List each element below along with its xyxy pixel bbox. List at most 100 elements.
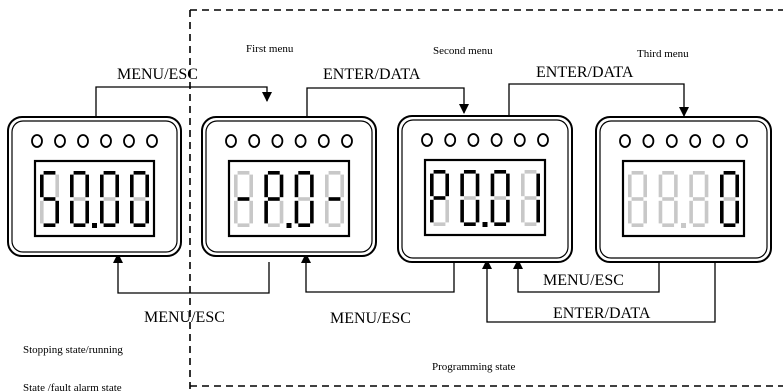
display-digit xyxy=(720,171,739,227)
indicator-led xyxy=(421,133,433,147)
programming-state-label: Programming state xyxy=(432,361,516,373)
segment-g xyxy=(692,197,705,201)
segment-d xyxy=(103,223,116,227)
display-digit xyxy=(40,171,59,227)
segment-a xyxy=(103,171,116,175)
keypad-panels xyxy=(7,115,772,263)
segment-f xyxy=(100,174,104,198)
segment-c xyxy=(279,200,284,224)
panel-inner-frame xyxy=(599,120,768,259)
segment-e xyxy=(40,200,44,224)
indicator-led xyxy=(31,134,43,148)
segment-b xyxy=(310,174,314,198)
stopping-state-label: Stopping state/running xyxy=(23,344,123,356)
display-digit xyxy=(490,170,510,226)
bottom-menu-esc-label-2: MENU/ESC xyxy=(330,310,411,327)
decimal-point xyxy=(92,223,97,228)
panel-inner-frame xyxy=(205,120,373,253)
segment-c xyxy=(55,200,59,224)
bottom-arrow-menu-esc-1 xyxy=(113,253,270,294)
segment-f xyxy=(325,174,329,198)
segment-a xyxy=(494,170,507,174)
top-arrow-enter-data-1 xyxy=(306,87,469,118)
segment-a xyxy=(433,170,446,174)
segment-a xyxy=(267,171,280,175)
display-digit xyxy=(430,170,449,226)
segment-d xyxy=(631,223,644,227)
segment-e xyxy=(130,200,134,224)
segment-c xyxy=(85,200,89,224)
segment-a xyxy=(723,171,736,175)
segment-f xyxy=(689,174,693,198)
segment-b xyxy=(85,174,89,198)
segment-e xyxy=(264,200,268,224)
top-enter-data-label-2: ENTER/DATA xyxy=(536,64,634,81)
segment-a xyxy=(237,171,250,175)
segment-f xyxy=(70,174,74,198)
segment-f xyxy=(720,174,724,198)
indicator-led xyxy=(77,134,89,148)
indicator-led xyxy=(712,134,725,148)
segment-d xyxy=(43,223,56,227)
segment-a xyxy=(328,171,341,175)
segment-g xyxy=(43,197,56,201)
segment-b xyxy=(115,174,119,198)
decimal-point xyxy=(286,223,292,228)
segment-a xyxy=(631,171,644,175)
segment-g xyxy=(237,197,250,201)
segment-f xyxy=(264,174,268,198)
segment-c xyxy=(310,200,314,224)
panel-inner-frame xyxy=(401,119,569,259)
programming-state-boundary xyxy=(189,9,783,391)
display-digit xyxy=(521,170,540,226)
indicator-led xyxy=(619,134,631,148)
segment-d xyxy=(328,223,341,227)
segment-a xyxy=(133,171,146,175)
display-digit xyxy=(100,171,119,227)
display-digit xyxy=(628,171,647,227)
segment-c xyxy=(704,200,709,224)
segment-e xyxy=(294,200,299,224)
indicator-led xyxy=(490,133,503,147)
top-enter-data-label-1: ENTER/DATA xyxy=(323,66,421,83)
segment-b xyxy=(249,174,253,198)
segment-b xyxy=(506,173,510,197)
segment-b xyxy=(55,174,59,198)
segment-f xyxy=(658,174,663,198)
segment-a xyxy=(662,171,675,175)
segment-a xyxy=(524,170,537,174)
segment-c xyxy=(445,199,449,223)
segment-g xyxy=(267,197,280,201)
segment-c xyxy=(536,199,540,223)
segment-b xyxy=(674,174,678,198)
segment-d xyxy=(494,222,507,226)
second-menu-label: Second menu xyxy=(433,45,493,57)
segment-e xyxy=(521,199,525,223)
segment-e xyxy=(720,200,724,224)
segment-b xyxy=(279,174,284,198)
segment-d xyxy=(692,223,705,227)
segment-e xyxy=(490,199,495,223)
segment-f xyxy=(628,174,632,198)
indicator-led xyxy=(341,134,353,148)
segment-e xyxy=(70,200,74,224)
decimal-point xyxy=(482,222,488,227)
inner-arrow-menu-esc xyxy=(513,259,660,293)
segment-d xyxy=(463,222,476,226)
indicator-led xyxy=(123,134,135,148)
segment-f xyxy=(490,173,495,197)
display-digit xyxy=(130,171,149,227)
top-arrow-menu-esc xyxy=(95,86,272,118)
first-menu-label: First menu xyxy=(246,43,294,55)
segment-d xyxy=(524,222,537,226)
top-menu-esc-label: MENU/ESC xyxy=(117,66,198,83)
third-menu-label: Third menu xyxy=(637,48,689,60)
stopping-state-panel xyxy=(7,116,182,257)
segment-f xyxy=(460,173,464,197)
indicator-led xyxy=(642,134,655,148)
panel-inner-frame xyxy=(11,120,178,253)
indicator-led xyxy=(294,134,307,148)
indicator-led xyxy=(146,134,158,148)
segment-d xyxy=(662,223,675,227)
